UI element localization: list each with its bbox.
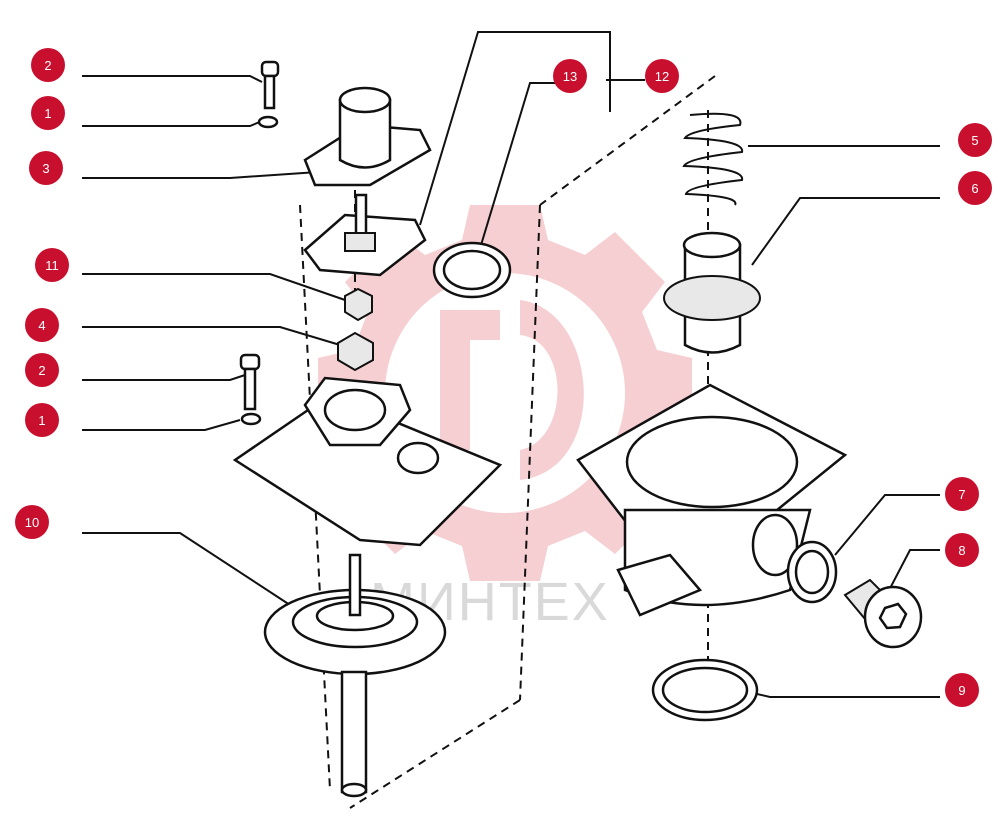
screw-top-shank [263, 74, 276, 110]
callout-c9: 9 [945, 673, 979, 707]
seal-ring-7-inner [794, 549, 830, 595]
housing-side-port [396, 441, 440, 475]
callout-badge [945, 673, 979, 707]
seal-ring-9-inner [661, 666, 749, 714]
callout-badge [25, 403, 59, 437]
callout-label: 12 [655, 69, 669, 84]
callout-label: 1 [44, 106, 51, 121]
callout-c1b: 1 [25, 403, 59, 437]
callout-badge [25, 308, 59, 342]
callout-badge [35, 248, 69, 282]
callout-badge [29, 151, 63, 185]
watermark-mark [440, 300, 584, 480]
callout-c10: 10 [15, 505, 49, 539]
callout-label: 7 [958, 487, 965, 502]
callout-label: 9 [958, 683, 965, 698]
callout-badge [553, 59, 587, 93]
diaphragm-rod-end [340, 782, 368, 798]
callout-c2b: 2 [25, 353, 59, 387]
callout-label: 11 [45, 258, 59, 273]
middle-parts [432, 241, 512, 299]
callout-label: 10 [25, 515, 39, 530]
diaphragm-stud [348, 553, 362, 617]
nut-large [337, 331, 374, 372]
callout-label: 2 [38, 363, 45, 378]
diaphragm-rod [340, 670, 368, 794]
callout-badge [31, 96, 65, 130]
callout-c12: 12 [645, 59, 679, 93]
valve-knurl-6 [663, 275, 761, 321]
screw-mid-shank [243, 367, 257, 411]
callout-badge [31, 48, 65, 82]
callout-c7: 7 [945, 477, 979, 511]
spring [682, 112, 744, 206]
plug-8-hex [878, 602, 908, 630]
valve-body-6-top [682, 231, 742, 259]
cap-top [338, 86, 392, 114]
callout-c6: 6 [958, 171, 992, 205]
callout-label: 13 [563, 69, 577, 84]
callout-c3: 3 [29, 151, 63, 185]
callout-label: 6 [971, 181, 978, 196]
callout-label: 1 [38, 413, 45, 428]
callout-c2a: 2 [31, 48, 65, 82]
callout-c8: 8 [945, 533, 979, 567]
housing-right-foot [616, 553, 703, 617]
callout-c5: 5 [958, 123, 992, 157]
callout-label: 5 [971, 133, 978, 148]
callouts: 2 1 3 11 4 2 1 10 [15, 48, 992, 707]
screw-top [260, 60, 280, 78]
callout-badge [15, 505, 49, 539]
housing-port [323, 388, 387, 432]
washer-mid [240, 412, 262, 426]
callout-label: 2 [44, 58, 51, 73]
nut-small [344, 287, 373, 322]
washer-top [257, 115, 279, 129]
left-assembly [232, 60, 503, 798]
callout-badge [958, 123, 992, 157]
housing-right-port [751, 513, 799, 577]
callout-label: 8 [958, 543, 965, 558]
callout-badge [945, 477, 979, 511]
callout-c1a: 1 [31, 96, 65, 130]
right-assembly [576, 112, 923, 722]
callout-c13: 13 [553, 59, 587, 93]
callout-badge [945, 533, 979, 567]
stud-nut [344, 232, 376, 252]
callout-badge [645, 59, 679, 93]
housing-right-bore [625, 415, 799, 509]
seal-ring-13-inner [442, 249, 502, 291]
cap-cylinder [338, 98, 392, 169]
callout-badge [25, 353, 59, 387]
callout-badge [958, 171, 992, 205]
callout-label: 3 [42, 161, 49, 176]
callout-c4: 4 [25, 308, 59, 342]
callout-c11: 11 [35, 248, 69, 282]
callout-label: 4 [38, 318, 45, 333]
screw-mid [239, 353, 261, 371]
